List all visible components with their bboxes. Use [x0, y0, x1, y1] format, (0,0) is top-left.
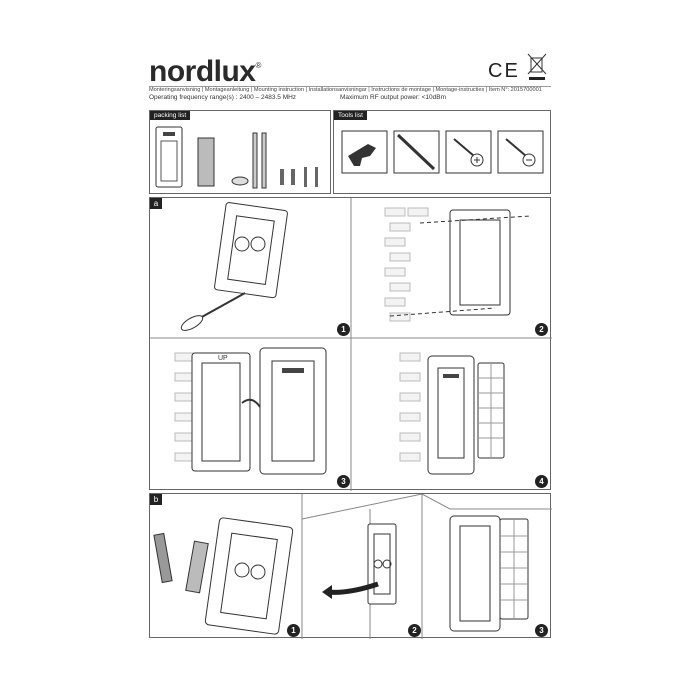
packing-list-panel: packing list — [149, 110, 331, 194]
section-a-label: a — [150, 198, 162, 209]
frequency-text: Operating frequency range(s) : 2400 – 24… — [149, 94, 297, 101]
ce-mark: CE — [488, 60, 520, 82]
languages-line: Monteringsanvisning | Montageanleitung |… — [149, 87, 542, 93]
packing-items-illustration — [155, 126, 318, 189]
section-a: a UP 1 2 3 4 — [149, 197, 552, 491]
drill-icon — [348, 144, 376, 166]
tools-list-label: Tools list — [334, 111, 367, 120]
rf-power-text: Maximum RF output power: <10dBm — [340, 94, 447, 101]
section-b: b 1 2 3 — [149, 493, 552, 639]
section-b-illustrations — [153, 494, 552, 639]
step-b2-number: 2 — [408, 624, 421, 637]
tools-list-panel: Tools list — [333, 110, 551, 194]
weee-bin-icon — [527, 53, 547, 80]
section-a-illustrations: UP — [150, 198, 552, 491]
step-a3-number: 3 — [337, 475, 350, 488]
registered-mark: ® — [255, 61, 262, 70]
header-divider — [149, 86, 551, 87]
step-b1-number: 1 — [287, 624, 300, 637]
brand-logo: nordlux® — [149, 55, 261, 89]
step-b3-number: 3 — [535, 624, 548, 637]
svg-text:UP: UP — [218, 355, 228, 362]
section-b-label: b — [150, 494, 162, 505]
step-a1-number: 1 — [337, 323, 350, 336]
step-a2-number: 2 — [535, 323, 548, 336]
tools-illustration — [341, 130, 544, 174]
packing-list-label: packing list — [150, 111, 191, 120]
brand-name: nordlux — [149, 55, 256, 88]
drill-bit-icon — [396, 133, 436, 171]
step-a4-number: 4 — [535, 475, 548, 488]
